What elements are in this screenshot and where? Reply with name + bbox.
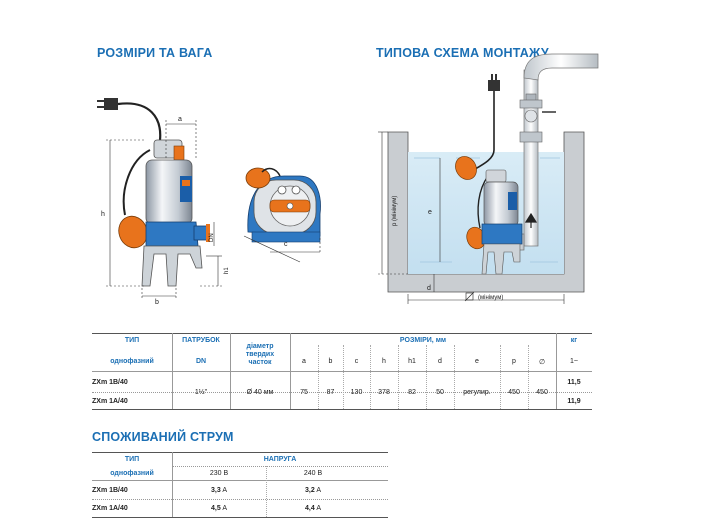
installation-heading: ТИПОВА СХЕМА МОНТАЖУ	[376, 46, 549, 60]
weight-value: 11,9	[567, 398, 581, 405]
dim-label-p-min: p (мінімум)	[392, 196, 398, 226]
col-h1: h1	[408, 358, 416, 365]
outlet-value: 1½"	[194, 389, 208, 396]
value-p: 450	[508, 389, 520, 396]
dim-label-c: c	[284, 241, 288, 248]
weight-value: 11,5	[567, 379, 581, 386]
current-model-name: ZXm 1B/40	[92, 487, 128, 494]
dim-label-e: e	[428, 209, 432, 216]
col-h: h	[382, 358, 386, 365]
dim-label-h1: h1	[224, 267, 230, 274]
current-value-230: 4,5 A	[211, 505, 227, 512]
diameter-icon	[464, 291, 475, 302]
current-heading: СПОЖИВАНИЙ СТРУМ	[92, 430, 234, 444]
model-name: ZXm 1A/40	[92, 398, 128, 405]
value-d: 50	[436, 389, 444, 396]
value-h: 378	[378, 389, 390, 396]
current-model-name: ZXm 1A/40	[92, 505, 128, 512]
pump-top-view: c	[243, 167, 321, 263]
col-e: e	[475, 358, 479, 365]
value-e: регулир.	[463, 389, 491, 396]
dimensions-header: РОЗМІРИ, мм	[399, 337, 447, 344]
col-c: c	[354, 358, 359, 365]
value-diameter: 450	[536, 389, 548, 396]
current-value-240: 4,4 A	[305, 505, 321, 512]
col-a: a	[302, 358, 306, 365]
type-header: ТИП	[124, 337, 140, 344]
current-phase-header: однофазний	[110, 470, 154, 477]
voltage-240: 240 В	[303, 470, 323, 477]
dim-label-h: h	[101, 211, 105, 218]
plug-icon	[488, 74, 500, 91]
current-value-240: 3,2 A	[305, 487, 321, 494]
value-h1: 82	[408, 389, 416, 396]
outlet-header: ПАТРУБОК	[182, 337, 220, 344]
kg-header: кг	[570, 337, 578, 344]
solids-header: діаметр твердих часток	[245, 343, 275, 366]
model-name: ZXm 1B/40	[92, 379, 128, 386]
current-value-230: 3,3 A	[211, 487, 227, 494]
solids-value: Ø 40 мм	[246, 389, 274, 396]
col-d: d	[438, 358, 442, 365]
value-b: 87	[326, 389, 335, 396]
dimensions-weight-heading: РОЗМІРИ ТА ВАГА	[97, 46, 213, 60]
col-diameter: ∅	[538, 359, 546, 366]
dim-label-a: a	[178, 116, 182, 123]
value-a: 75	[300, 389, 308, 396]
dim-label-dn: DN	[209, 233, 215, 242]
flow-arrow-icon	[524, 212, 538, 228]
dim-label-d: d	[427, 285, 431, 292]
phase-header: однофазний	[110, 358, 154, 365]
phase-symbol: 1~	[570, 358, 578, 365]
outlet-dn-header: DN	[195, 358, 207, 365]
voltage-header: НАПРУГА	[263, 456, 297, 463]
col-p: p	[512, 358, 516, 365]
value-c: 130	[350, 389, 363, 396]
col-b: b	[328, 358, 333, 365]
installation-scheme: p (мінімум) e d (мінімум)	[378, 53, 599, 304]
dim-label-diam-min: (мінімум)	[478, 295, 503, 301]
dim-label-b: b	[155, 299, 159, 306]
voltage-230: 230 В	[209, 470, 229, 477]
plug-icon	[97, 98, 118, 110]
pump-side-view: h a b DN h1	[97, 98, 230, 306]
current-type-header: ТИП	[124, 456, 140, 463]
